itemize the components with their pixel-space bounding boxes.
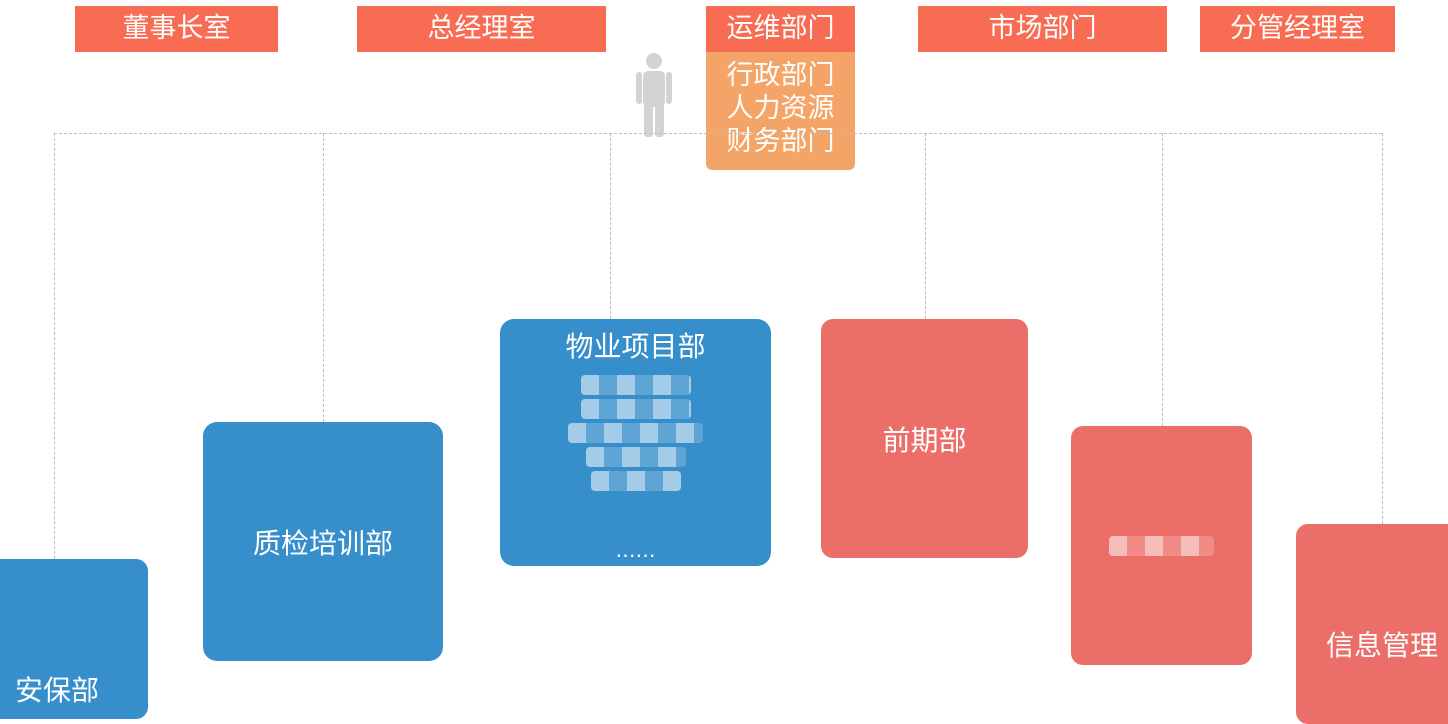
dept-property-label: 物业项目部: [565, 330, 706, 363]
connector-info: [1382, 133, 1383, 524]
sub-item-admin[interactable]: 行政部门: [726, 60, 835, 91]
connector-security: [54, 133, 55, 559]
connector-blurred-dept: [1162, 133, 1163, 426]
dept-blurred[interactable]: [1071, 426, 1252, 665]
tab-chairman[interactable]: 董事长室: [75, 6, 278, 52]
dept-info-label: 信息管理: [1326, 629, 1439, 662]
dept-info-management[interactable]: 信息管理: [1296, 524, 1448, 724]
dept-property-more: ……: [615, 538, 656, 562]
tab-general-manager[interactable]: 总经理室: [357, 6, 606, 52]
dept-quality-training[interactable]: 质检培训部: [203, 422, 443, 661]
connector-quality: [323, 133, 324, 422]
sub-item-finance[interactable]: 财务部门: [726, 126, 835, 157]
operations-sub-panel: 行政部门 人力资源 财务部门: [706, 52, 855, 170]
tab-operations[interactable]: 运维部门: [706, 6, 855, 52]
person-icon: [636, 53, 672, 137]
blurred-content: [500, 371, 771, 495]
sub-item-hr[interactable]: 人力资源: [726, 93, 835, 124]
dept-property-project[interactable]: 物业项目部 ……: [500, 319, 771, 566]
blurred-label: [1109, 535, 1214, 556]
dept-quality-label: 质检培训部: [252, 526, 393, 560]
connector-property: [610, 133, 611, 319]
connector-horizontal: [54, 133, 1382, 134]
tab-deputy-manager[interactable]: 分管经理室: [1200, 6, 1395, 52]
dept-preliminary[interactable]: 前期部: [821, 319, 1028, 558]
dept-preliminary-label: 前期部: [882, 423, 967, 457]
tab-market[interactable]: 市场部门: [918, 6, 1167, 52]
dept-security-label: 安保部: [15, 674, 100, 707]
dept-security[interactable]: 安保部: [0, 559, 148, 719]
connector-preliminary: [925, 133, 926, 319]
